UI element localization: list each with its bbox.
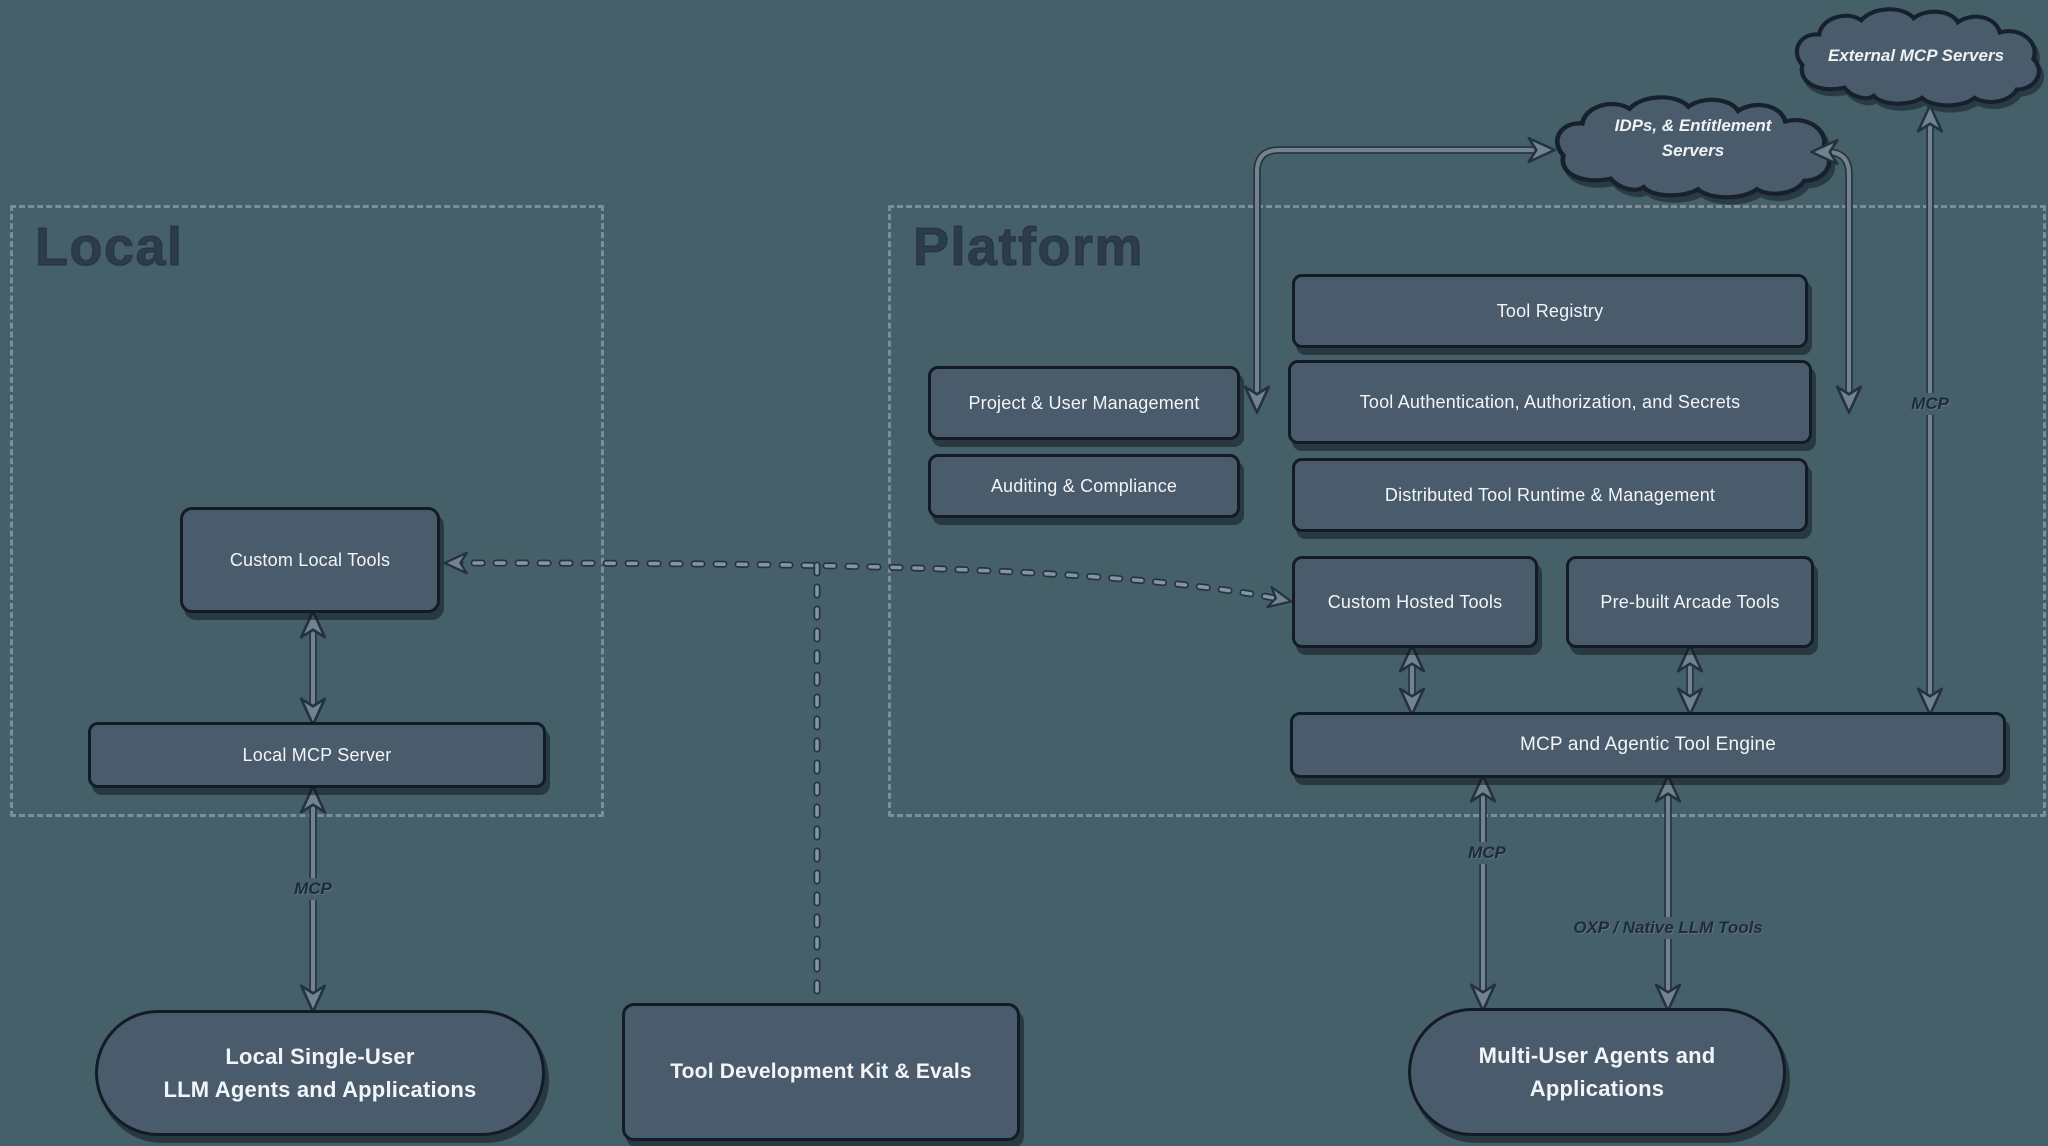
idp-cloud-label: IDPs, & Entitlement Servers: [1560, 114, 1826, 163]
node-local-single-user-line2: LLM Agents and Applications: [163, 1077, 477, 1102]
node-mcp-agentic-tool-engine: MCP and Agentic Tool Engine: [1290, 712, 2006, 778]
node-tool-registry-label: Tool Registry: [1496, 300, 1604, 321]
node-mcp-agentic-tool-engine-label: MCP and Agentic Tool Engine: [1519, 733, 1777, 755]
idp-cloud: [1555, 95, 1832, 200]
external-mcp-cloud: [1794, 7, 2041, 108]
node-custom-hosted-tools: Custom Hosted Tools: [1292, 556, 1538, 648]
node-tool-authentication: Tool Authentication, Authorization, and …: [1288, 360, 1812, 444]
node-local-mcp-server-label: Local MCP Server: [242, 744, 392, 765]
external-mcp-cloud-label: External MCP Servers: [1827, 46, 2005, 65]
idp-cloud-label-line2: Servers: [1661, 140, 1725, 160]
edge-tool-auth-to-idp-cloud: [1810, 138, 1863, 414]
node-custom-hosted-tools-label: Custom Hosted Tools: [1327, 591, 1503, 612]
node-custom-local-tools: Custom Local Tools: [180, 507, 440, 613]
edge-label-mcp-local: MCP: [288, 878, 338, 900]
node-tool-authentication-label: Tool Authentication, Authorization, and …: [1359, 391, 1741, 412]
node-distributed-tool-runtime-label: Distributed Tool Runtime & Management: [1384, 484, 1716, 505]
node-auditing-compliance-label: Auditing & Compliance: [990, 475, 1178, 496]
edge-project-mgmt-to-idp-cloud: [1243, 136, 1556, 414]
edge-label-oxp-native-llm-tools: OXP / Native LLM Tools: [1567, 917, 1769, 939]
node-local-single-user-agents: Local Single-User LLM Agents and Applica…: [95, 1010, 545, 1136]
node-multi-user-agents: Multi-User Agents and Applications: [1408, 1008, 1786, 1136]
node-tool-development-kit-label: Tool Development Kit & Evals: [670, 1060, 972, 1084]
region-platform-title: Platform: [912, 216, 1145, 278]
region-local-title: Local: [34, 216, 184, 278]
node-local-mcp-server: Local MCP Server: [88, 722, 546, 788]
node-tool-registry: Tool Registry: [1292, 274, 1808, 348]
node-custom-local-tools-label: Custom Local Tools: [229, 549, 391, 570]
node-project-user-management-label: Project & User Management: [968, 392, 1200, 413]
node-multi-user-line1: Multi-User Agents and: [1478, 1043, 1716, 1068]
node-project-user-management: Project & User Management: [928, 366, 1240, 440]
node-auditing-compliance: Auditing & Compliance: [928, 454, 1240, 518]
edge-label-mcp-external: MCP: [1905, 393, 1955, 415]
node-prebuilt-arcade-tools-label: Pre-built Arcade Tools: [1600, 591, 1780, 612]
node-prebuilt-arcade-tools: Pre-built Arcade Tools: [1566, 556, 1814, 648]
node-multi-user-line2: Applications: [1529, 1076, 1665, 1101]
node-local-single-user-line1: Local Single-User: [225, 1044, 415, 1069]
node-distributed-tool-runtime: Distributed Tool Runtime & Management: [1292, 458, 1808, 532]
idp-cloud-label-line1: IDPs, & Entitlement: [1614, 116, 1772, 135]
edge-custom-local-to-custom-hosted-dashed: [443, 551, 1293, 609]
node-tool-development-kit: Tool Development Kit & Evals: [622, 1003, 1020, 1141]
edge-label-mcp-engine: MCP: [1462, 842, 1512, 864]
